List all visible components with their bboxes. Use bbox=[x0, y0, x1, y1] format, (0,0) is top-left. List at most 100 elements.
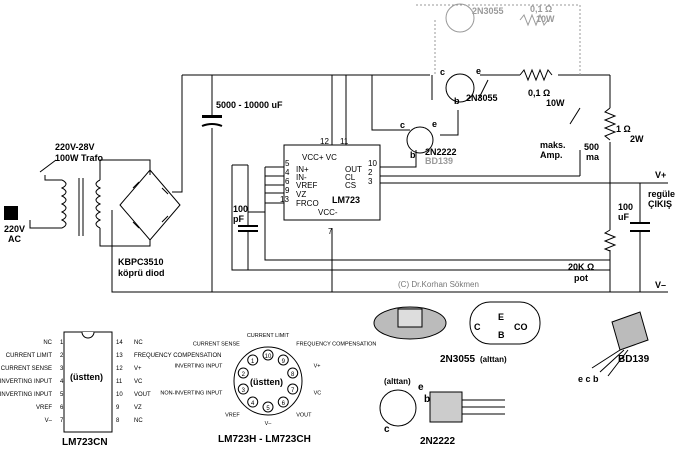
dip-right-pin-num: 9 bbox=[116, 405, 120, 411]
can-title: LM723H - LM723CH bbox=[218, 434, 311, 445]
q-main-pin-b: b bbox=[454, 96, 460, 106]
circuit-wires bbox=[111, 4, 668, 293]
dip-left-pin-num: 3 bbox=[60, 366, 64, 372]
dip-left-pin-num: 5 bbox=[60, 392, 64, 398]
dip-left-pin-label: CURRENT LIMIT bbox=[6, 353, 53, 359]
out-cap-symbol bbox=[630, 222, 650, 232]
can-pin-label: V+ bbox=[314, 363, 321, 369]
ic-pinnum-10: 10 bbox=[368, 159, 377, 168]
dip-right-pin-num: 10 bbox=[116, 392, 123, 398]
dip-right-pin-label: V+ bbox=[134, 366, 142, 372]
mains-plug-symbol bbox=[4, 206, 18, 220]
ghost-resistor-power: 10W bbox=[536, 14, 555, 24]
dip-left-pin-label: CURRENT SENSE bbox=[1, 366, 52, 372]
dip-right-pin-num: 8 bbox=[116, 418, 120, 424]
dip-right-pin-label: NC bbox=[134, 340, 143, 346]
ic-pinnum-3: 3 bbox=[368, 177, 373, 186]
ac-voltage-label: 220V bbox=[4, 224, 25, 234]
dip-right-pin-num: 13 bbox=[116, 353, 123, 359]
bridge-desc-label: köprü diod bbox=[118, 268, 165, 278]
bd139-package-body bbox=[591, 311, 649, 377]
ic-pin-vccm: VCC- bbox=[318, 208, 338, 217]
ic-pin-cl: CL bbox=[345, 173, 356, 182]
to18-package-body bbox=[379, 389, 505, 427]
ic-pin-out: OUT bbox=[345, 165, 362, 174]
ma-unit-label: ma bbox=[586, 152, 600, 162]
dip-right-pin-label: VC bbox=[134, 379, 143, 385]
dip-left-pin-label: V– bbox=[45, 418, 53, 424]
dip-left-pin-label: VREF bbox=[36, 405, 52, 411]
out-cap-unit-label: uF bbox=[618, 212, 629, 222]
ghost-transistor-symbol bbox=[445, 3, 475, 33]
can-pin-num: 10 bbox=[265, 354, 272, 360]
can-pin-label: NON-INVERTING INPUT bbox=[160, 391, 223, 397]
dip-title: LM723CN bbox=[62, 437, 108, 448]
can-pin-num: 1 bbox=[251, 359, 255, 365]
bd139-pins: e c b bbox=[578, 374, 599, 384]
dip-left-pin-num: 4 bbox=[60, 379, 64, 385]
max-amp-label-2: Amp. bbox=[540, 150, 563, 160]
ic-pin-inm: IN- bbox=[296, 173, 307, 182]
can-pin-label: CURRENT LIMIT bbox=[247, 333, 290, 339]
ic-pinnum-5: 5 bbox=[285, 159, 290, 168]
ic-pinnum-9: 9 bbox=[285, 186, 290, 195]
can-view-label: (üstten) bbox=[250, 377, 283, 387]
can-pin-num: 7 bbox=[291, 388, 295, 394]
main-resistor-power: 10W bbox=[546, 98, 565, 108]
can-pin-circle bbox=[247, 354, 259, 366]
regulated-label-1: regüle bbox=[648, 189, 675, 199]
can-pin-label: V– bbox=[265, 421, 273, 427]
can-pin-num: 3 bbox=[242, 388, 246, 394]
to3-bottom-label: (alttan) bbox=[480, 355, 507, 364]
mains-switch-symbol bbox=[39, 159, 57, 173]
filter-cap-symbol bbox=[201, 115, 223, 127]
can-pin-circle bbox=[277, 396, 289, 408]
dip-left-pin-label: NON-INVERTING INPUT bbox=[0, 392, 52, 398]
ic-pin-freq: FRCO bbox=[296, 199, 319, 208]
copyright-label: (C) Dr.Korhan Sökmen bbox=[398, 280, 479, 289]
can-pin-circle bbox=[287, 367, 299, 379]
dip-left-pin-num: 6 bbox=[60, 405, 64, 411]
can-pin-circle bbox=[287, 383, 299, 395]
main-resistor-symbol bbox=[519, 68, 553, 82]
can-pin-num: 8 bbox=[291, 372, 295, 378]
main-resistor-value: 0,1 Ω bbox=[528, 88, 550, 98]
q-main-label: 2N3055 bbox=[466, 93, 498, 103]
vminus-label: V– bbox=[655, 280, 666, 290]
dip-view-label: (üstten) bbox=[70, 372, 103, 382]
ic-pinnum-7: 7 bbox=[328, 227, 333, 236]
cap-100pf-symbol bbox=[238, 225, 258, 232]
dip-left-pin-num: 2 bbox=[60, 353, 64, 359]
r1-value-label: 1 Ω bbox=[616, 124, 631, 134]
q-driver-pin-c: c bbox=[400, 120, 405, 130]
ic-pin-vz: VZ bbox=[296, 190, 306, 199]
ic-pin-vref: VREF bbox=[296, 181, 317, 190]
pot-symbol bbox=[603, 229, 617, 252]
bridge-part-label: KBPC3510 bbox=[118, 257, 164, 267]
ic-pinnum-6: 6 bbox=[285, 177, 290, 186]
filter-cap-label: 5000 - 10000 uF bbox=[216, 100, 283, 110]
can-pin-label: VC bbox=[314, 391, 322, 397]
can-pin-num: 4 bbox=[251, 401, 255, 407]
q-driver-alt-label: BD139 bbox=[425, 156, 453, 166]
can-pin-circle bbox=[237, 383, 249, 395]
can-pin-label: INVERTING INPUT bbox=[174, 363, 223, 369]
can-pin-label: FREQUENCY COMPENSATION bbox=[296, 341, 376, 347]
dip-right-pin-label: FREQUENCY COMPENSATION bbox=[134, 353, 221, 359]
q-main-pin-e: e bbox=[476, 66, 481, 76]
regulated-label-2: ÇIKIŞ bbox=[648, 199, 672, 209]
bd139-name: BD139 bbox=[618, 354, 650, 365]
ic-pin-vccp: VCC+ VC bbox=[302, 153, 337, 162]
ghost-transistor-label: 2N3055 bbox=[472, 6, 504, 16]
dip-right-pin-num: 12 bbox=[116, 366, 123, 372]
dip-right-pin-label: VZ bbox=[134, 405, 142, 411]
can-pin-num: 2 bbox=[242, 372, 246, 378]
pot-value-label: 20K Ω bbox=[568, 262, 594, 272]
r1-resistor-symbol bbox=[603, 107, 617, 141]
to3-case-label: CO bbox=[514, 322, 528, 332]
ic-pin-cs: CS bbox=[345, 181, 356, 190]
dip-left-pin-num: 7 bbox=[60, 418, 64, 424]
transformer-symbol bbox=[29, 159, 151, 247]
dip-right-pin-num: 14 bbox=[116, 340, 123, 346]
dip-left-pin-label: NC bbox=[43, 340, 52, 346]
